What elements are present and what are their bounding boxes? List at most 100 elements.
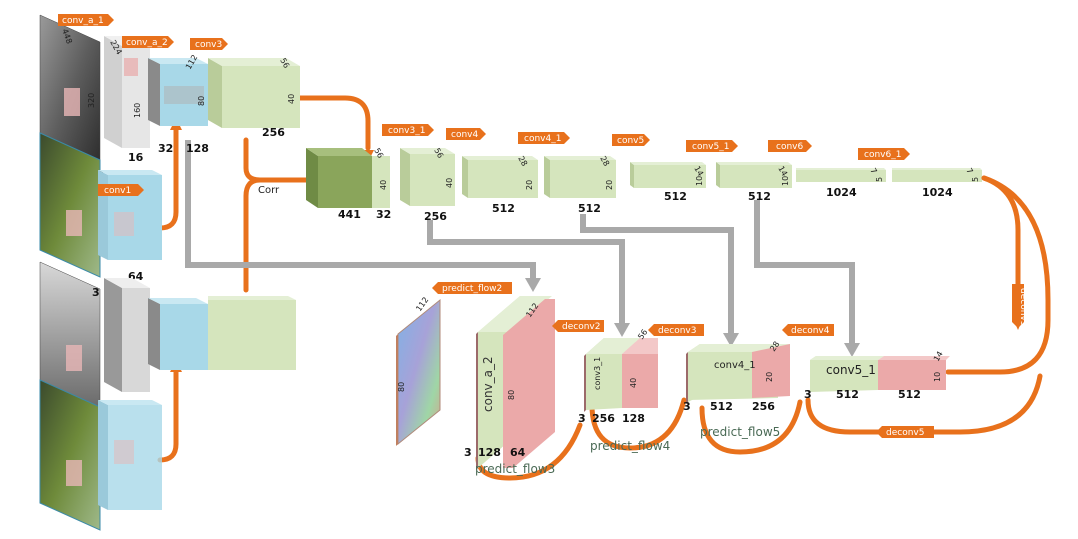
conv3-width: 56 xyxy=(278,57,291,70)
tag-deconv2: deconv2 xyxy=(552,320,604,332)
corr-width: 56 xyxy=(372,147,385,160)
orange-connectors xyxy=(157,95,371,463)
svg-text:deconv4: deconv4 xyxy=(791,326,830,336)
svg-text:deconv5: deconv5 xyxy=(1018,288,1028,326)
conv-a2-channels-left: 32 xyxy=(158,142,173,155)
d2-c: 64 xyxy=(510,446,526,459)
c4-width: 28 xyxy=(516,155,529,168)
svg-text:conv6: conv6 xyxy=(776,142,803,152)
conv4-1-block-label: conv4_1 xyxy=(714,360,756,371)
input-image-1-color xyxy=(39,132,101,278)
c41-width: 28 xyxy=(598,155,611,168)
predict-flow3-label: predict_flow3 xyxy=(475,462,555,476)
deconv2-stack xyxy=(476,296,555,470)
conv3-1-block-label: conv3_1 xyxy=(593,357,602,390)
orange-decoder-loops xyxy=(475,175,1051,481)
tag-conv-a-2: conv_a_2 xyxy=(122,36,174,48)
conv-a1-height: 160 xyxy=(133,103,142,118)
svg-text:conv4: conv4 xyxy=(451,130,478,140)
tag-deconv5-vertical: deconv5 xyxy=(1012,284,1028,328)
svg-text:conv_a_1: conv_a_1 xyxy=(62,16,104,26)
d4-c: 256 xyxy=(752,400,775,413)
tag-deconv3: deconv3 xyxy=(648,324,704,336)
c31-height: 40 xyxy=(445,178,454,188)
conv1-block xyxy=(98,170,162,260)
conv4-1-block xyxy=(544,156,616,198)
d2-height: 80 xyxy=(507,390,516,400)
predict-flow5-label: predict_flow5 xyxy=(700,425,780,439)
svg-text:deconv5: deconv5 xyxy=(886,428,924,438)
corr-side-channels: 32 xyxy=(376,208,391,221)
d3-b: 256 xyxy=(592,412,615,425)
svg-text:conv3: conv3 xyxy=(195,40,222,50)
c61-height: 5 xyxy=(971,177,980,182)
conv-a2-block xyxy=(148,58,208,126)
pf2-height: 80 xyxy=(397,382,406,392)
tag-conv3-1: conv3_1 xyxy=(382,124,434,136)
deconv3-stack xyxy=(584,338,658,412)
conv3-block-lower xyxy=(208,296,296,370)
c31-width: 56 xyxy=(432,147,445,160)
tag-conv-a-1: conv_a_1 xyxy=(58,14,114,26)
conv5-1-block-label: conv5_1 xyxy=(826,363,876,377)
conv-a2-height: 80 xyxy=(197,96,206,106)
input-channels-3: 3 xyxy=(92,286,100,299)
conv-a1-channels: 16 xyxy=(128,151,144,164)
svg-text:conv6_1: conv6_1 xyxy=(864,150,901,160)
input-image-2-color xyxy=(39,379,101,531)
d5-height: 10 xyxy=(933,372,942,382)
conv5-1-block xyxy=(716,162,792,188)
c6-channels: 1024 xyxy=(826,186,857,199)
deconv5-stack xyxy=(810,356,950,392)
tag-deconv5-bottom: deconv5 xyxy=(876,426,934,438)
tag-conv4: conv4 xyxy=(446,128,486,140)
conv-a2-channels-right: 128 xyxy=(186,142,209,155)
tag-conv3: conv3 xyxy=(190,38,228,50)
d5-b: 512 xyxy=(836,388,859,401)
svg-text:predict_flow2: predict_flow2 xyxy=(442,284,502,294)
c4-channels: 512 xyxy=(492,202,515,215)
d2-b: 128 xyxy=(478,446,501,459)
conv-a2-block-lower xyxy=(148,298,208,370)
d3-height: 40 xyxy=(629,378,638,388)
c6-width: 7 xyxy=(868,167,878,176)
tag-conv4-1: conv4_1 xyxy=(518,132,570,144)
c61-width: 7 xyxy=(964,167,974,176)
conv3-height: 40 xyxy=(287,94,296,104)
corr-block xyxy=(306,148,390,208)
svg-text:conv_a_2: conv_a_2 xyxy=(126,38,168,48)
d3-c: 128 xyxy=(622,412,645,425)
tag-deconv4: deconv4 xyxy=(782,324,834,336)
c5-height: 10 xyxy=(695,176,704,186)
tag-predict-flow2: predict_flow2 xyxy=(432,282,512,294)
d5-a: 3 xyxy=(804,388,812,401)
d3-a: 3 xyxy=(578,412,586,425)
img-height-label: 320 xyxy=(87,93,96,108)
corr-channels: 441 xyxy=(338,208,361,221)
conv5-block xyxy=(630,162,706,188)
conv4-block xyxy=(462,156,538,198)
svg-text:conv4_1: conv4_1 xyxy=(524,134,561,144)
d2-a: 3 xyxy=(464,446,472,459)
tag-conv6-1: conv6_1 xyxy=(858,148,910,160)
input-image-2-gray xyxy=(39,261,101,409)
c41-channels: 512 xyxy=(578,202,601,215)
svg-text:conv3_1: conv3_1 xyxy=(388,126,425,136)
c61-channels: 1024 xyxy=(922,186,953,199)
svg-text:deconv3: deconv3 xyxy=(658,326,696,336)
corr-label: Corr xyxy=(258,185,280,196)
tag-conv6: conv6 xyxy=(768,140,812,152)
d4-a: 3 xyxy=(683,400,691,413)
conv3-block xyxy=(208,58,300,128)
gray-skip-connections xyxy=(185,140,855,345)
d5-c: 512 xyxy=(898,388,921,401)
conv3-1-block xyxy=(400,148,455,206)
c5-channels: 512 xyxy=(664,190,687,203)
svg-text:conv1: conv1 xyxy=(104,186,131,196)
svg-text:deconv2: deconv2 xyxy=(562,322,600,332)
d5-width: 14 xyxy=(932,350,945,363)
c6-height: 5 xyxy=(875,177,884,182)
c41-height: 20 xyxy=(605,180,614,190)
c51-height: 10 xyxy=(781,176,790,186)
